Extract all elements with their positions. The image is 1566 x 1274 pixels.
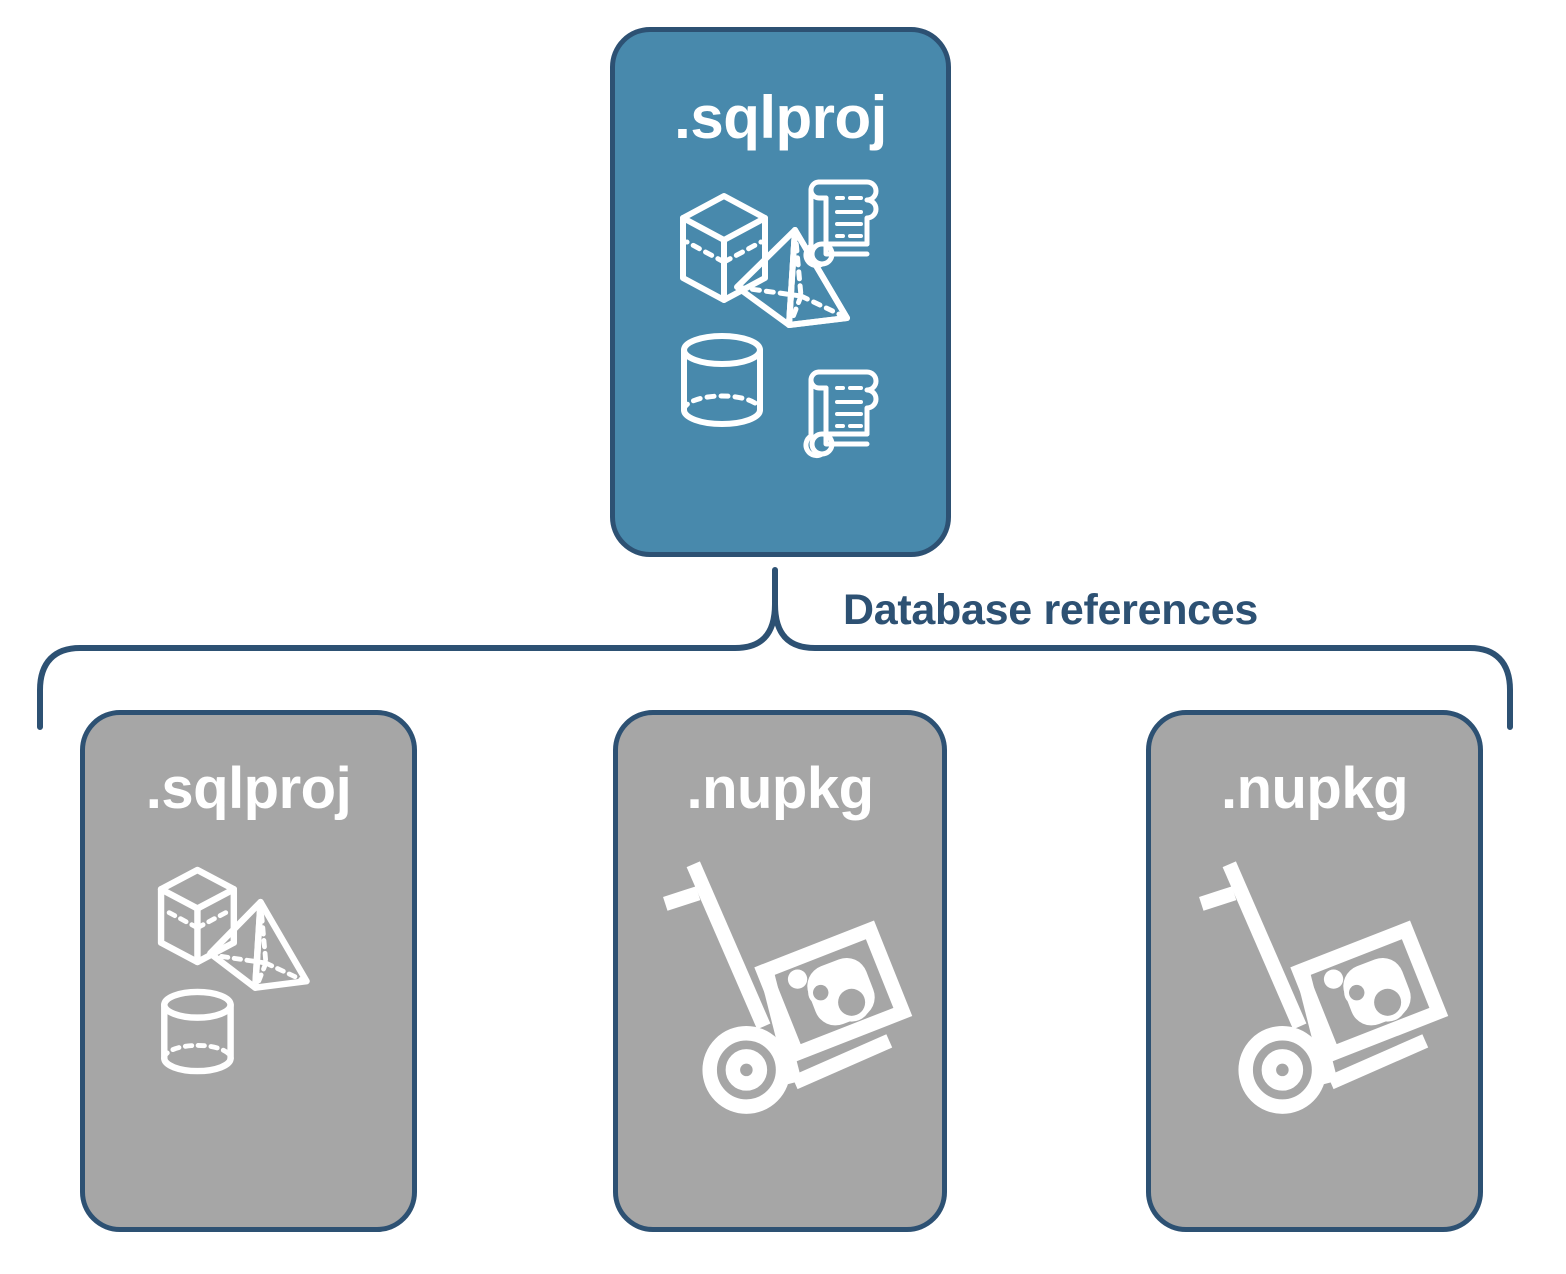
hand-truck-wheel	[702, 1025, 791, 1114]
hand-truck-shaft	[1222, 861, 1307, 1030]
node-reference-sqlproj[interactable]: .sqlproj	[80, 710, 417, 1232]
cube-icon	[680, 193, 768, 303]
edge-label-database-references: Database references	[843, 586, 1258, 634]
nuget-hand-truck-icon	[1199, 861, 1449, 1114]
cylinder-icon	[161, 988, 234, 1075]
package-box	[1290, 920, 1449, 1063]
node-reference-nupkg-2-title: .nupkg	[1220, 756, 1409, 821]
cube-icon	[157, 866, 238, 966]
hand-truck-handle	[1199, 886, 1237, 911]
brace-left-arm	[37, 601, 778, 730]
node-root-sqlproj[interactable]: .sqlproj	[610, 27, 951, 557]
hand-truck-wheel	[1238, 1025, 1327, 1114]
node-root-title: .sqlproj	[674, 84, 887, 151]
package-box	[754, 920, 913, 1063]
sql-objects-illustration	[157, 866, 310, 1075]
nuget-logo-cutouts	[1349, 984, 1402, 1016]
nuget-hand-truck-icon	[663, 861, 913, 1114]
hand-truck-shaft	[686, 861, 771, 1030]
cylinder-icon	[681, 333, 763, 427]
hand-truck-handle	[663, 886, 701, 911]
pyramid-icon	[734, 227, 850, 328]
node-reference-nupkg-1[interactable]: .nupkg	[613, 710, 947, 1232]
node-reference-nupkg-1-title: .nupkg	[686, 756, 874, 821]
node-reference-nupkg-2[interactable]: .nupkg	[1146, 710, 1483, 1232]
hand-truck-toe	[791, 1034, 893, 1090]
script-scroll-icon	[803, 179, 879, 269]
hand-truck-toe	[1327, 1034, 1429, 1090]
sql-objects-illustration	[680, 179, 879, 459]
node-reference-sqlproj-title: .sqlproj	[145, 756, 352, 821]
pyramid-icon	[207, 898, 310, 991]
nuget-logo-cutouts	[813, 984, 866, 1016]
script-scroll-icon	[803, 369, 879, 459]
